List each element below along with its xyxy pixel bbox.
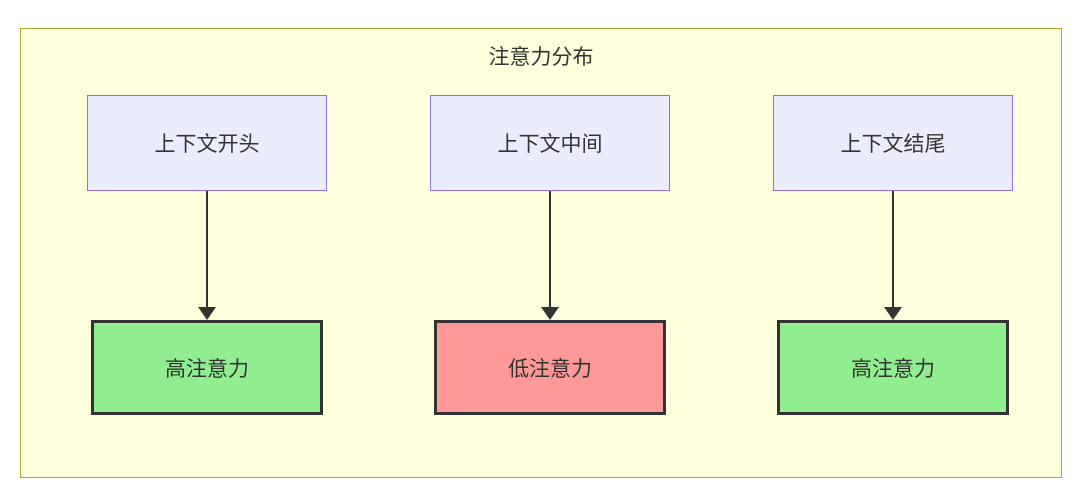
node-context-beginning: 上下文开头 <box>87 95 327 191</box>
node-context-end: 上下文结尾 <box>773 95 1013 191</box>
down-arrow-right <box>884 191 902 320</box>
down-arrow-middle <box>541 191 559 320</box>
node-high-attention-left-label: 高注意力 <box>165 357 249 381</box>
flow-column-context-middle: 上下文中间 低注意力 <box>430 95 670 415</box>
node-context-beginning-label: 上下文开头 <box>154 133 260 156</box>
arrowhead-icon <box>884 307 902 320</box>
node-low-attention-middle: 低注意力 <box>434 320 666 415</box>
diagram-columns: 上下文开头 高注意力 上下文中间 低注意力 <box>21 95 1061 415</box>
arrow-line <box>892 191 894 307</box>
flow-column-context-end: 上下文结尾 高注意力 <box>773 95 1013 415</box>
node-context-middle-label: 上下文中间 <box>497 133 603 156</box>
node-low-attention-middle-label: 低注意力 <box>508 357 592 381</box>
node-high-attention-left: 高注意力 <box>91 320 323 415</box>
down-arrow-left <box>198 191 216 320</box>
node-context-end-label: 上下文结尾 <box>840 133 946 156</box>
flow-column-context-beginning: 上下文开头 高注意力 <box>87 95 327 415</box>
arrow-line <box>549 191 551 307</box>
arrow-line <box>206 191 208 307</box>
diagram-title: 注意力分布 <box>488 46 594 69</box>
node-context-middle: 上下文中间 <box>430 95 670 191</box>
arrowhead-icon <box>541 307 559 320</box>
arrowhead-icon <box>198 307 216 320</box>
node-high-attention-right: 高注意力 <box>777 320 1009 415</box>
node-high-attention-right-label: 高注意力 <box>851 357 935 381</box>
attention-distribution-container: 注意力分布 上下文开头 高注意力 上下文中间 <box>20 28 1062 478</box>
